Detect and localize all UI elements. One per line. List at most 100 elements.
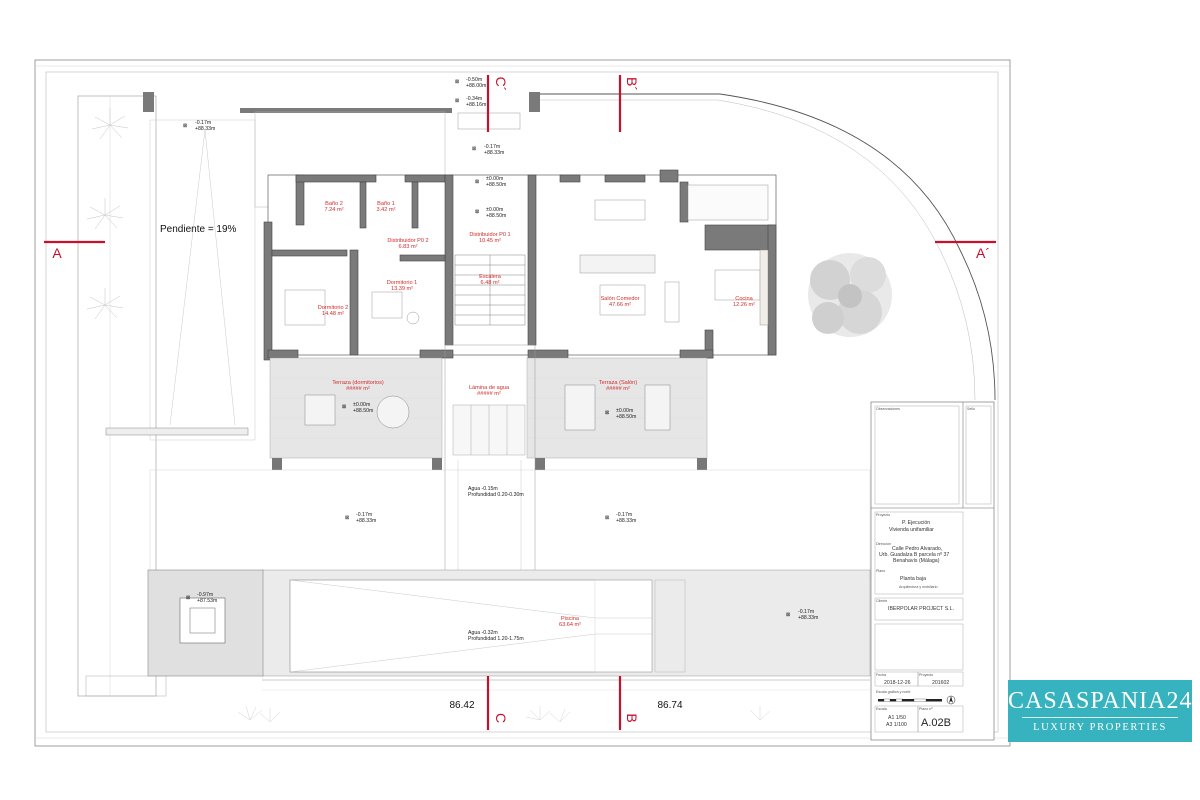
terrace-bedrooms — [269, 357, 443, 459]
wall — [267, 349, 299, 359]
sheet-border — [34, 59, 1011, 747]
escala-a3: A3 1/100 — [886, 722, 907, 728]
title-block: Observaciones Sello Proyecto P. Ejecució… — [870, 401, 995, 741]
level-marker: ⊠±0.00m+88.50m — [475, 207, 506, 219]
proyecto-num-label: Proyecto — [919, 673, 933, 677]
dining-table-icon — [594, 199, 646, 221]
svg-text:±0.00m: ±0.00m — [616, 408, 633, 414]
escala-label: Escala — [876, 707, 887, 711]
bed-icon — [371, 291, 403, 319]
logo-tagline: LUXURY PROPERTIES — [1033, 722, 1167, 733]
section-label-a-prime: A´ — [976, 245, 990, 261]
room-area: 3.42 m² — [377, 207, 396, 213]
section-label-c: C — [493, 713, 509, 723]
wall — [679, 181, 689, 223]
section-label-c-prime: C´ — [493, 77, 509, 92]
room-label: Salón Comedor — [601, 296, 640, 302]
logo-divider — [1022, 717, 1178, 718]
room-label: Lámina de agua — [469, 385, 510, 391]
room-label: Distribuidor P0 2 — [387, 238, 428, 244]
proyecto-name: P. Ejecución — [902, 520, 930, 526]
level-marker: ⊠-0.97m+87.53m — [186, 592, 217, 604]
terrace-grid — [270, 377, 707, 439]
svg-text:±0.00m: ±0.00m — [353, 402, 370, 408]
room-area: 13.39 m² — [391, 286, 413, 292]
chair-icon — [406, 311, 420, 325]
scale-bar — [878, 698, 942, 702]
left-garden — [77, 95, 157, 697]
room-label: Dormitorio 2 — [318, 305, 348, 311]
kitchen-counter-icon — [759, 249, 769, 326]
curved-property-line — [540, 93, 996, 401]
observaciones-label: Observaciones — [876, 407, 900, 411]
room-area: 7.24 m² — [325, 207, 344, 213]
furniture — [284, 184, 769, 326]
room-label: Piscina — [561, 616, 580, 622]
svg-text:-0.17m: -0.17m — [798, 609, 814, 615]
wall — [399, 254, 446, 262]
svg-text:⊠: ⊠ — [345, 515, 349, 521]
north-wall — [240, 108, 452, 113]
room-label: Cocina — [735, 296, 753, 302]
direccion-label: Dirección — [876, 542, 891, 546]
pool — [289, 579, 653, 673]
bottom-strip — [85, 675, 167, 697]
level-marker: ⊠±0.00m+88.50m — [475, 176, 506, 188]
plant-icon — [86, 108, 129, 320]
level-marker: ⊠-0.17m+88.33m — [472, 144, 504, 156]
svg-text:⊠: ⊠ — [605, 515, 609, 521]
sello-label: Sello — [967, 407, 975, 411]
wall — [359, 181, 367, 229]
technical-box — [179, 597, 226, 644]
blank-box — [874, 623, 964, 671]
level-markers: ⊠-0.50m+88.00m ⊠-0.34m+88.16m ⊠-0.17m+88… — [183, 77, 818, 621]
svg-text:⊠: ⊠ — [605, 410, 609, 416]
terrace-furniture — [304, 384, 671, 431]
room-area: ##### m² — [346, 386, 370, 392]
pool-step — [594, 579, 653, 673]
level-marker: ⊠±0.00m+88.50m — [342, 402, 373, 414]
room-area: ##### m² — [477, 391, 501, 397]
svg-text:-0.17m: -0.17m — [484, 144, 500, 150]
level-marker: ⊠-0.17m+88.33m — [786, 609, 818, 621]
svg-text:+88.50m: +88.50m — [486, 213, 506, 219]
proyecto-box — [874, 511, 964, 595]
svg-text:⊠: ⊠ — [472, 146, 476, 152]
title-block-frame — [870, 401, 995, 741]
slope-label: Pendiente = 19% — [160, 224, 237, 235]
casaspania-logo[interactable]: CASASPANIA24 LUXURY PROPERTIES — [1008, 680, 1192, 742]
svg-text:⊠: ⊠ — [455, 98, 459, 104]
kitchen-island-icon — [579, 254, 656, 274]
pillar — [432, 458, 442, 470]
wall — [404, 174, 446, 183]
plano-label: Plano — [876, 569, 885, 573]
svg-text:-0.17m: -0.17m — [356, 512, 372, 518]
room-area: 10.45 m² — [479, 238, 501, 244]
technical-box-inner — [189, 607, 216, 634]
lower-plaza — [149, 469, 871, 581]
pillar — [535, 458, 545, 470]
stair — [454, 254, 526, 326]
shrub-icon — [237, 705, 771, 723]
wall — [559, 174, 581, 183]
bed-icon — [284, 289, 326, 326]
svg-text:+87.53m: +87.53m — [197, 598, 217, 604]
svg-text:+88.50m: +88.50m — [616, 414, 636, 420]
wall — [295, 174, 305, 226]
pillar — [272, 458, 282, 470]
wall — [263, 221, 273, 361]
sofa-icon — [664, 281, 680, 323]
pool-edge — [654, 579, 686, 673]
water-steps — [470, 405, 508, 455]
wall — [349, 249, 359, 356]
cliente-name: IBERPOLAR PROJECT S.L. — [888, 606, 954, 612]
svg-text:+88.50m: +88.50m — [486, 182, 506, 188]
svg-text:+88.33m: +88.33m — [356, 518, 376, 524]
proyecto-type: Vivienda unifamiliar — [889, 527, 934, 533]
proyecto-num-value: 201602 — [932, 680, 949, 686]
level-marker: ⊠-0.34m+88.16m — [455, 96, 486, 108]
svg-text:-0.50m: -0.50m — [466, 77, 482, 83]
wall — [295, 174, 377, 183]
tree-icon — [808, 253, 892, 337]
terrace-living — [526, 357, 708, 459]
